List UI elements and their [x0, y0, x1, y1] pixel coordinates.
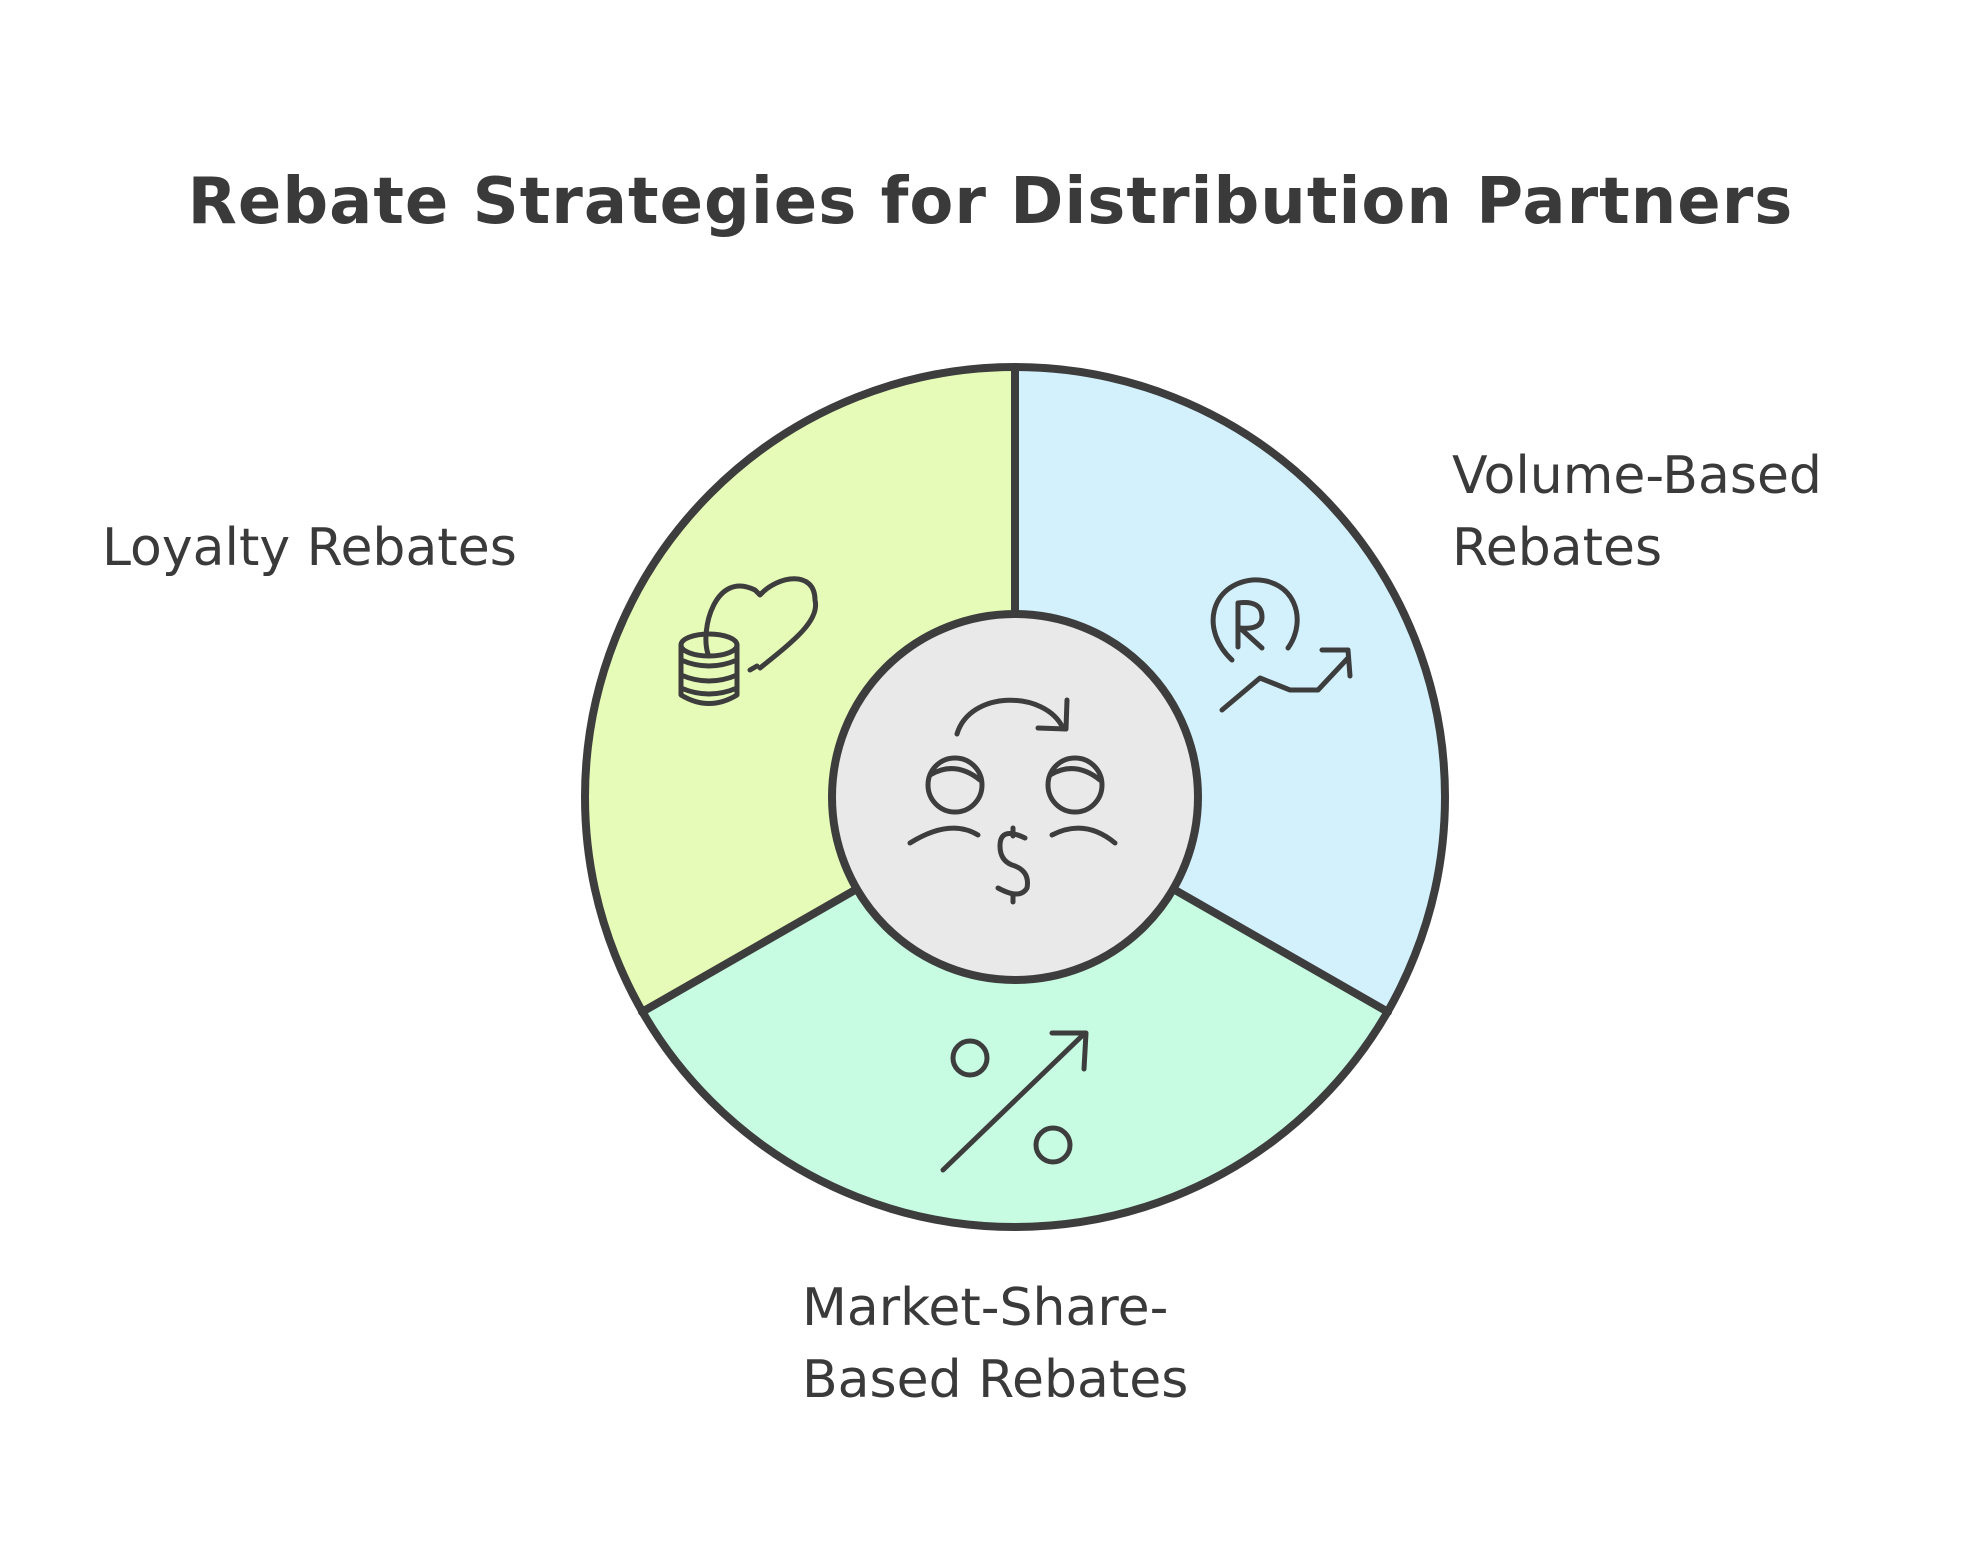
partners-exchange-dollar-icon	[907, 697, 1118, 905]
registered-trend-up-icon	[1210, 577, 1353, 713]
diagram-title: Rebate Strategies for Distribution Partn…	[187, 165, 1794, 239]
divider-left	[638, 886, 859, 1016]
divider-right	[1171, 886, 1392, 1016]
segment-label-volume: Volume-Based Rebates	[1452, 440, 1822, 584]
coins-heart-icon	[678, 576, 819, 706]
segment-label-line: Market-Share-	[802, 1278, 1169, 1338]
segment-label-line: Volume-Based	[1452, 446, 1822, 506]
segment-label-line: Rebates	[1452, 518, 1663, 578]
center-hub	[828, 610, 1202, 984]
segment-label-loyalty: Loyalty Rebates	[102, 512, 517, 584]
segment-label-line: Based Rebates	[802, 1350, 1189, 1410]
outer-ring	[581, 363, 1449, 1231]
segment-label-line: Loyalty Rebates	[102, 518, 517, 578]
percent-arrow-icon	[940, 1030, 1089, 1173]
segment-label-market: Market-Share- Based Rebates	[802, 1272, 1188, 1416]
